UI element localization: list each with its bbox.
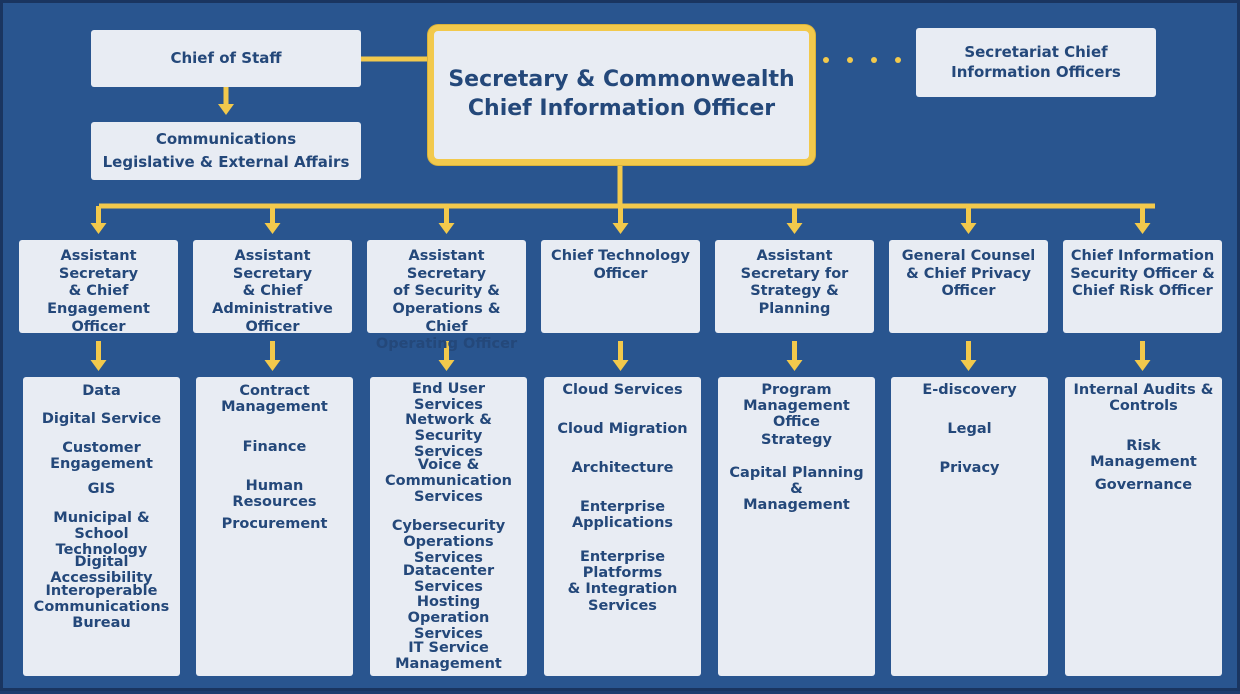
list-item: Voice & Communication Services: [384, 457, 512, 506]
list-item: Customer Engagement: [50, 440, 153, 473]
head-to-list-arrow-3-head: [438, 360, 455, 371]
chief-of-staff-box: Chief of Staff: [91, 30, 361, 87]
column-head-2: Assistant Secretary & Chief Administrati…: [193, 240, 352, 335]
list-item: Data: [82, 383, 121, 399]
list-item: GIS: [87, 481, 116, 497]
list-item: Architecture: [571, 460, 674, 476]
list-item: Governance: [1094, 477, 1193, 493]
list-item: Cloud Migration: [557, 421, 688, 437]
list-item: Procurement: [221, 516, 328, 532]
bus-to-head-arrow-1-head: [90, 223, 107, 234]
bus-to-head-arrow-6-head: [960, 223, 977, 234]
list-item: Interoperable Communications Bureau: [33, 583, 170, 632]
column-head-4: Chief Technology Officer: [541, 240, 700, 333]
list-item: Cloud Services: [562, 382, 683, 398]
list-item: Finance: [242, 439, 307, 455]
column-head-1: Assistant Secretary & Chief Engagement O…: [19, 240, 178, 335]
secretary-cio-box: Secretary & Commonwealth Chief Informati…: [428, 25, 815, 165]
dotted-link-dot: [895, 57, 901, 63]
bus-to-head-arrow-7-head: [1134, 223, 1151, 234]
head-to-list-arrow-4-head: [612, 360, 629, 371]
list-item: Privacy: [939, 460, 1000, 476]
column-head-3: Assistant Secretary of Security & Operat…: [367, 240, 526, 352]
list-item: Hosting Operation Services: [407, 594, 490, 643]
bus-to-head-arrow-2-head: [264, 223, 281, 234]
list-item: Digital Accessibility: [50, 554, 153, 587]
list-item: Internal Audits & Controls: [1073, 382, 1214, 415]
list-item: Capital Planning & Management: [729, 465, 864, 514]
head-to-list-arrow-5-head: [786, 360, 803, 371]
list-item: IT Service Management: [395, 640, 502, 673]
list-item: E-discovery: [922, 382, 1017, 398]
dotted-link-dot: [823, 57, 829, 63]
column-head-6: General Counsel & Chief Privacy Officer: [889, 240, 1048, 333]
column-head-5: Assistant Secretary for Strategy & Plann…: [715, 240, 874, 333]
column-head-7: Chief Information Security Officer & Chi…: [1063, 240, 1222, 333]
dotted-link-dot: [847, 57, 853, 63]
bus-to-head-arrow-4-head: [612, 223, 629, 234]
list-item: Legal: [947, 421, 992, 437]
list-item: Enterprise Platforms & Integration Servi…: [567, 549, 678, 614]
list-item: Enterprise Applications: [571, 499, 674, 532]
list-item: Program Management Office: [743, 382, 850, 431]
list-item: Strategy: [761, 432, 832, 448]
list-item: Digital Service: [41, 411, 162, 427]
list-item: Risk Management: [1090, 438, 1197, 471]
bus-to-head-arrow-3-head: [438, 223, 455, 234]
bus-to-head-arrow-5-head: [786, 223, 803, 234]
communications-box: Communications Legislative & External Af…: [91, 122, 361, 180]
head-to-list-arrow-1-head: [90, 360, 107, 371]
list-item: Datacenter Services: [402, 563, 495, 596]
head-to-list-arrow-7-head: [1134, 360, 1151, 371]
staff-to-communications-arrow-head: [218, 104, 234, 115]
list-item: Cybersecurity Operations Services: [391, 518, 506, 567]
list-item: End User Services: [411, 381, 486, 414]
dotted-link-dot: [871, 57, 877, 63]
head-to-list-arrow-6-head: [960, 360, 977, 371]
list-item: Contract Management: [221, 383, 328, 416]
head-to-list-arrow-2-head: [264, 360, 281, 371]
secretariat-cios-box: Secretariat Chief Information Officers: [916, 28, 1156, 97]
list-item: Municipal & School Technology: [53, 510, 150, 559]
list-item: Human Resources: [232, 478, 317, 511]
list-item: Network & Security Services: [405, 412, 492, 461]
